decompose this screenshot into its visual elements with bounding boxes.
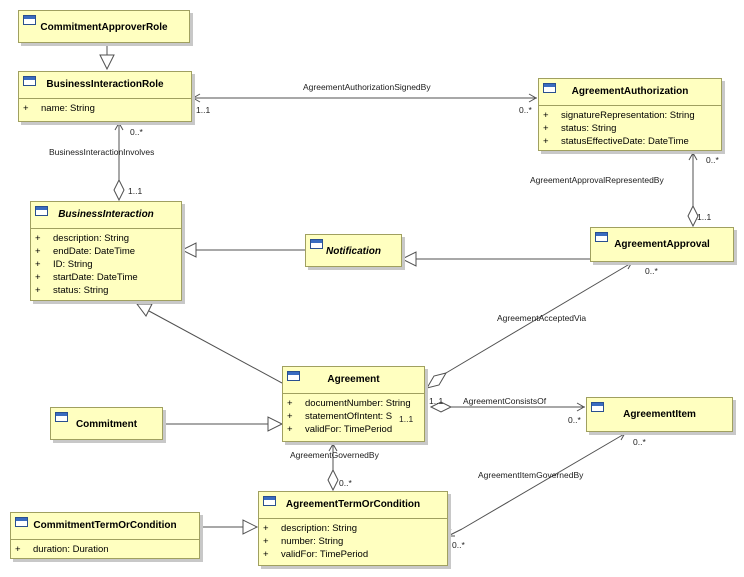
class-icon: [595, 232, 608, 242]
association-line-accepted-via[interactable]: [445, 261, 634, 374]
association-label: BusinessInteractionInvolves: [49, 147, 155, 157]
class-name: AgreementTermOrCondition: [285, 499, 421, 510]
aggregation-diamond: [425, 372, 448, 389]
class-name: AgreementAuthorization: [571, 86, 689, 97]
aggregation-diamond: [113, 178, 125, 202]
association-label: AgreementGovernedBy: [290, 450, 379, 460]
class-icon: [55, 412, 68, 422]
multiplicity-label: 1..1: [128, 186, 143, 196]
attribute: +ID: String: [35, 259, 93, 270]
multiplicity-label: 0..*: [706, 155, 719, 165]
class-name: Notification: [326, 246, 381, 257]
attribute: +number: String: [263, 536, 344, 547]
class-name: Commitment: [75, 419, 138, 430]
generalization-line[interactable]: [148, 310, 283, 384]
class-agreement-term-or-condition[interactable]: AgreementTermOrCondition +description: S…: [258, 491, 448, 566]
arrowhead-open: [114, 121, 124, 131]
class-icon: [287, 371, 300, 381]
arrowhead-open: [616, 431, 626, 441]
attribute: +validFor: TimePeriod: [263, 549, 369, 560]
multiplicity-label: 1..1: [196, 105, 211, 115]
multiplicity-label: 0..*: [130, 127, 143, 137]
class-name: BusinessInteraction: [58, 209, 154, 220]
class-commitment-term-or-condition[interactable]: CommitmentTermOrCondition +duration: Dur…: [10, 512, 200, 559]
class-name: AgreementApproval: [614, 239, 710, 250]
class-agreement-authorization[interactable]: AgreementAuthorization +signatureReprese…: [538, 78, 722, 151]
class-icon: [35, 206, 48, 216]
aggregation-diamond: [687, 204, 699, 228]
attribute: +documentNumber: String: [287, 398, 411, 409]
class-icon: [543, 83, 556, 93]
class-name: CommitmentTermOrCondition: [33, 520, 177, 531]
generalization-arrowhead: [242, 519, 259, 535]
attribute: +validFor: TimePeriod: [287, 424, 393, 435]
class-icon: [263, 496, 276, 506]
attribute: +statementOfIntent: S: [287, 411, 393, 422]
arrowhead-open: [576, 402, 586, 412]
multiplicity-label: 0..*: [339, 478, 352, 488]
attribute: +duration: Duration: [15, 544, 109, 555]
aggregation-diamond: [429, 401, 453, 413]
multiplicity-label: 1..1: [399, 414, 414, 424]
class-commitment[interactable]: Commitment: [50, 407, 163, 440]
arrowhead-open: [528, 93, 538, 103]
class-icon: [591, 402, 604, 412]
association-line-item-governed-by[interactable]: [461, 432, 627, 530]
generalization-arrowhead: [180, 242, 197, 258]
association-label: AgreementApprovalRepresentedBy: [530, 175, 664, 185]
attribute: +status: String: [543, 123, 617, 134]
class-agreement[interactable]: Agreement +documentNumber: String +state…: [282, 366, 425, 442]
class-notification[interactable]: Notification: [305, 234, 402, 267]
class-agreement-approval[interactable]: AgreementApproval: [590, 227, 734, 262]
multiplicity-label: 0..*: [452, 540, 465, 550]
class-name: BusinessInteractionRole: [46, 79, 164, 90]
generalization-arrowhead: [267, 416, 284, 432]
association-label: AgreementAcceptedVia: [497, 313, 587, 323]
association-line-item-governed-by-end: [447, 528, 463, 537]
class-business-interaction-role[interactable]: BusinessInteractionRole +name: String: [18, 71, 192, 122]
multiplicity-label: 1..1: [697, 212, 712, 222]
class-icon: [23, 76, 36, 86]
multiplicity-label: 0..*: [645, 266, 658, 276]
class-icon: [23, 15, 36, 25]
class-name: AgreementItem: [623, 409, 696, 420]
generalization-arrowhead: [400, 251, 417, 267]
multiplicity-label: 0..*: [633, 437, 646, 447]
class-commitment-approver-role[interactable]: CommitmentApproverRole: [18, 10, 190, 43]
arrowhead-open: [191, 93, 201, 103]
attribute: +endDate: DateTime: [35, 246, 136, 257]
class-name: Agreement: [327, 374, 380, 385]
aggregation-diamond: [327, 468, 339, 492]
attribute: +name: String: [23, 103, 95, 114]
association-label: AgreementConsistsOf: [463, 396, 547, 406]
multiplicity-label: 0..*: [568, 415, 581, 425]
arrowhead-open: [688, 151, 698, 161]
class-business-interaction[interactable]: BusinessInteraction +description: String…: [30, 201, 182, 301]
arrowhead-open: [624, 261, 633, 270]
multiplicity-label: 1..1: [429, 396, 444, 406]
attribute: +signatureRepresentation: String: [543, 110, 695, 121]
class-agreement-item[interactable]: AgreementItem: [586, 397, 733, 432]
attribute: +startDate: DateTime: [35, 272, 138, 283]
class-icon: [15, 517, 28, 527]
class-name: CommitmentApproverRole: [40, 22, 168, 33]
attribute: +description: String: [35, 233, 130, 244]
arrowhead-open: [328, 442, 338, 452]
class-icon: [310, 239, 323, 249]
multiplicity-label: 0..*: [519, 105, 532, 115]
association-label: AgreementAuthorizationSignedBy: [303, 82, 431, 92]
attribute: +status: String: [35, 285, 109, 296]
attribute: +description: String: [263, 523, 358, 534]
generalization-arrowhead: [99, 54, 115, 71]
association-label: AgreementItemGovernedBy: [478, 470, 584, 480]
attribute: +statusEffectiveDate: DateTime: [543, 136, 689, 147]
generalization-arrowhead: [136, 303, 153, 317]
